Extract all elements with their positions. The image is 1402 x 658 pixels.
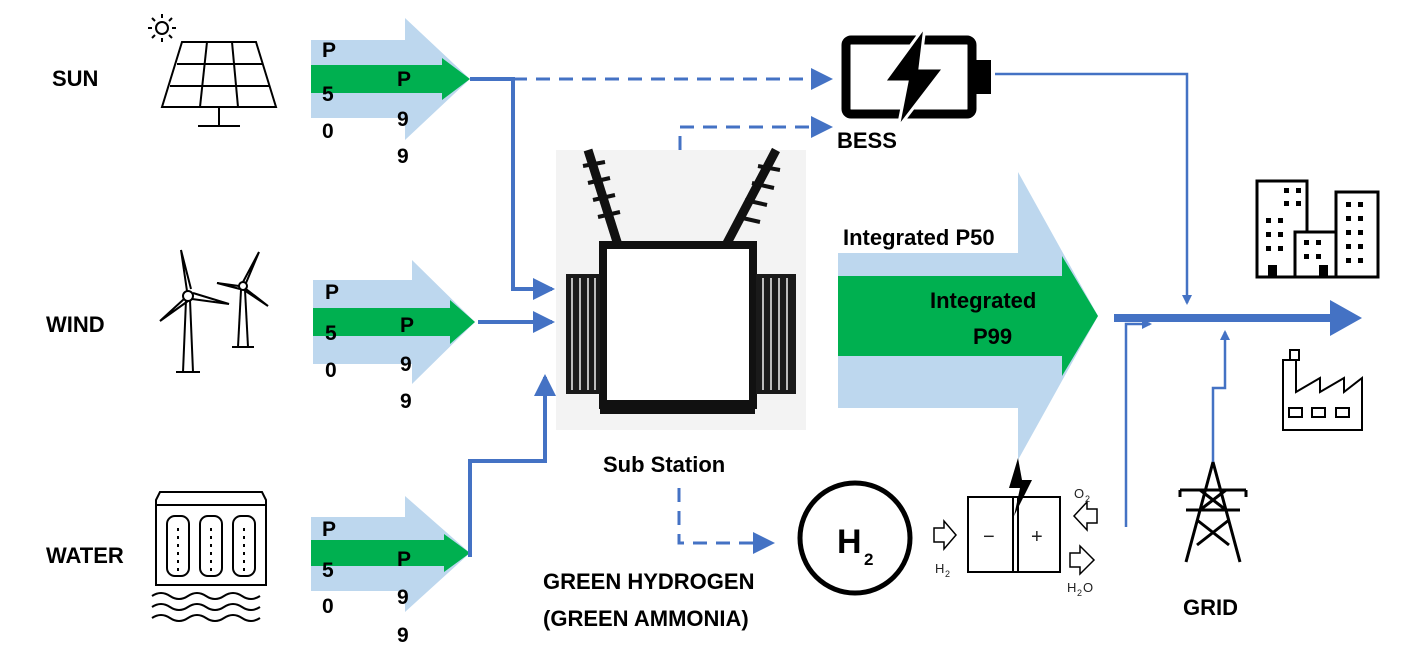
substation-label: Sub Station (603, 452, 725, 477)
o2-input-arrow-icon (1072, 500, 1098, 532)
source-label-water: WATER (46, 543, 124, 568)
p50-char: 0 (322, 120, 334, 143)
p50-label-sun: P 5 0 (322, 39, 336, 143)
p50-char: P (322, 39, 336, 62)
green-ammonia-label: (GREEN AMMONIA) (543, 606, 749, 631)
o2-label: O (1074, 486, 1084, 501)
p50-char: 5 (325, 322, 337, 345)
p50-char: P (322, 518, 336, 541)
buildings-icon (1255, 179, 1380, 279)
pylon-icon (1178, 461, 1248, 563)
p99-char: 9 (397, 108, 409, 131)
green-hydrogen-label: GREEN HYDROGEN (543, 569, 754, 594)
o2-subscript: 2 (1085, 494, 1090, 504)
sun-to-substation-arrow (470, 77, 555, 300)
flow-connectors (468, 77, 556, 557)
lightning-icon (881, 20, 948, 129)
integrated-p99-label-line1: Integrated (930, 288, 1036, 313)
p99-char: P (400, 314, 414, 337)
h2o-label-o: O (1083, 580, 1093, 595)
p50-char: 0 (325, 359, 337, 382)
p99-char: 9 (400, 353, 412, 376)
transformer-icon (556, 147, 806, 430)
p99-char: 9 (400, 390, 412, 413)
p50-char: 5 (322, 83, 334, 106)
p50-char: 0 (322, 595, 334, 618)
forecast-arrow-sun (311, 18, 470, 140)
main-output-arrowhead (1330, 300, 1362, 336)
grid-to-load-arrow (1211, 330, 1230, 465)
source-label-sun: SUN (52, 66, 98, 91)
p99-char: P (397, 68, 411, 91)
h2-input-arrow-icon (933, 518, 957, 552)
electrolyzer-plus: + (1031, 526, 1043, 548)
h2o-label-subscript: 2 (1077, 588, 1082, 598)
p99-label-sun: P 9 9 (397, 68, 411, 168)
p99-char: 9 (397, 145, 409, 168)
wind-turbine-icon (159, 249, 269, 373)
p99-label-water: P 9 9 (397, 548, 411, 647)
forecast-arrow-water (311, 496, 470, 612)
water-to-substation-arrow (468, 374, 556, 557)
h2-subscript: 2 (864, 550, 873, 569)
factory-icon (1282, 349, 1363, 431)
p50-label-wind: P 5 0 (325, 281, 339, 382)
p99-char: 9 (397, 624, 409, 647)
forecast-arrow-wind (313, 260, 475, 384)
p99-char: P (397, 548, 411, 571)
h2o-output-arrow-icon (1069, 544, 1096, 576)
dashed-connectors (513, 68, 833, 554)
h2o-label-h: H (1067, 580, 1076, 595)
h2-circle-icon (797, 480, 913, 596)
bess-to-load-arrow (995, 72, 1192, 305)
substation-to-bess-dashed-arrow (678, 116, 833, 150)
p99-char: 9 (397, 586, 409, 609)
hydrogen-return-arrow (1124, 319, 1152, 527)
substation-to-hydrogen-dashed-arrow (677, 488, 775, 554)
solar-panel-icon (160, 41, 278, 127)
electrolyzer-minus: − (983, 526, 995, 548)
p50-char: 5 (322, 559, 334, 582)
h2-input-subscript: 2 (945, 569, 950, 579)
grid-label: GRID (1183, 595, 1238, 620)
hydro-dam-icon (151, 491, 267, 622)
electrolyzer-icon (933, 458, 1098, 576)
battery-icon (841, 20, 991, 129)
p50-char: P (325, 281, 339, 304)
source-label-wind: WIND (46, 312, 105, 337)
integrated-p99-label-line2: P99 (973, 324, 1012, 349)
h2-input-label: H (935, 561, 944, 576)
p50-label-water: P 5 0 (322, 518, 336, 618)
bess-label: BESS (837, 128, 897, 153)
integrated-p50-label: Integrated P50 (843, 225, 995, 250)
h2-symbol: H (837, 523, 862, 561)
integrated-arrow (838, 172, 1098, 460)
p99-label-wind: P 9 9 (400, 314, 414, 413)
sun-icon (148, 14, 176, 42)
